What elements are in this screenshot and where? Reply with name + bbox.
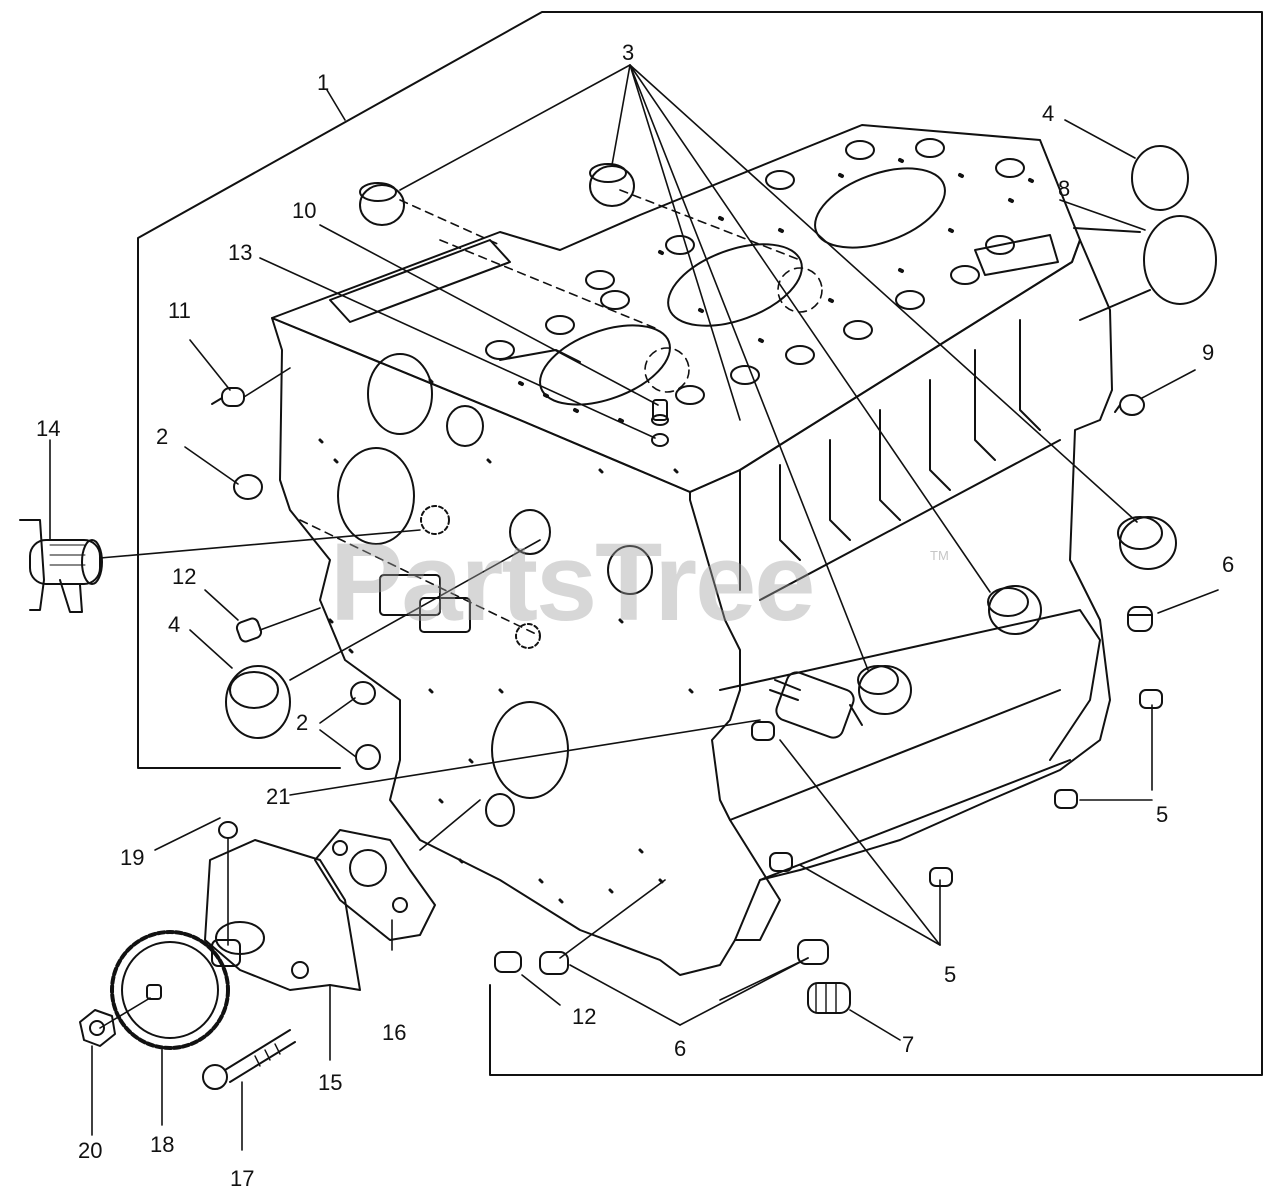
- plug-6-low-a: [539, 951, 569, 975]
- callout-18: 18: [150, 1132, 175, 1157]
- dowel-pin-10: [651, 399, 669, 426]
- callout-3: 3: [622, 40, 635, 65]
- callout-21: 21: [266, 784, 291, 809]
- callout-15: 15: [318, 1070, 343, 1095]
- gear-18: [110, 930, 230, 1050]
- plug-5-c: [929, 867, 953, 887]
- plug-2-low: [355, 744, 381, 770]
- oil-seal-4-front: [225, 665, 291, 739]
- callout-4-top: 4: [1042, 101, 1055, 126]
- plug-9: [1114, 394, 1145, 416]
- callout-5-low: 5: [944, 962, 957, 987]
- callout-17: 17: [230, 1166, 255, 1191]
- pin-19: [218, 821, 238, 839]
- hidden-lines: [299, 189, 823, 637]
- pipe-12-low: [494, 951, 522, 973]
- bearing-bush-right-upper: [1117, 516, 1177, 570]
- callout-4-front: 4: [168, 612, 181, 637]
- callout-9: 9: [1202, 340, 1215, 365]
- valve-14: [19, 519, 103, 613]
- callout-2-upper: 2: [156, 424, 169, 449]
- bolt-17: [202, 1029, 296, 1090]
- callout-1: 1: [317, 70, 330, 95]
- gasket-16: [314, 829, 436, 941]
- bracket-group-1: [137, 11, 1263, 1076]
- watermark-trademark: TM: [930, 548, 949, 563]
- callout-2-lower: 2: [296, 710, 309, 735]
- bearing-bush-right-mid: [987, 585, 1042, 635]
- plug-11: [211, 387, 245, 407]
- bearing-bush-right-low: [857, 665, 912, 715]
- cylinder-block: [271, 124, 1113, 976]
- pipe-12-left: [235, 617, 263, 643]
- callout-12-left: 12: [172, 564, 197, 589]
- leader-lines: [49, 64, 1219, 1151]
- plug-5-b: [1054, 789, 1078, 809]
- plug-5-d: [769, 852, 793, 872]
- plug-6-low-b: [797, 939, 829, 965]
- oil-pressure-switch-21: [769, 671, 863, 739]
- dowel-pin-13: [651, 433, 669, 447]
- plug-cap-top-right: [1131, 145, 1189, 211]
- callout-6-low: 6: [674, 1036, 687, 1061]
- plug-2-upper: [233, 474, 263, 500]
- drain-plug-7: [807, 982, 851, 1014]
- nut-20: [79, 1009, 116, 1047]
- callout-6-right: 6: [1222, 552, 1235, 577]
- callout-20: 20: [78, 1138, 103, 1163]
- watermark: PartsTree: [330, 521, 815, 644]
- callout-13: 13: [228, 240, 253, 265]
- callout-10: 10: [292, 198, 317, 223]
- core-plug-top-center: [589, 163, 635, 207]
- seal-plate-8: [1143, 215, 1217, 305]
- callout-11: 11: [168, 298, 191, 323]
- plug-5-a: [1139, 689, 1163, 709]
- plug-6-right: [1127, 606, 1153, 632]
- callout-7: 7: [902, 1032, 915, 1057]
- callout-12-low: 12: [572, 1004, 597, 1029]
- oil-pump-15: [204, 839, 361, 991]
- callout-5-right: 5: [1156, 802, 1169, 827]
- callout-14: 14: [36, 416, 61, 441]
- plug-2-mid: [350, 681, 376, 705]
- plug-5-e: [751, 721, 775, 741]
- callout-16: 16: [382, 1020, 407, 1045]
- core-plug-top-left: [359, 182, 405, 226]
- callout-8: 8: [1058, 176, 1071, 201]
- callout-19: 19: [120, 845, 145, 870]
